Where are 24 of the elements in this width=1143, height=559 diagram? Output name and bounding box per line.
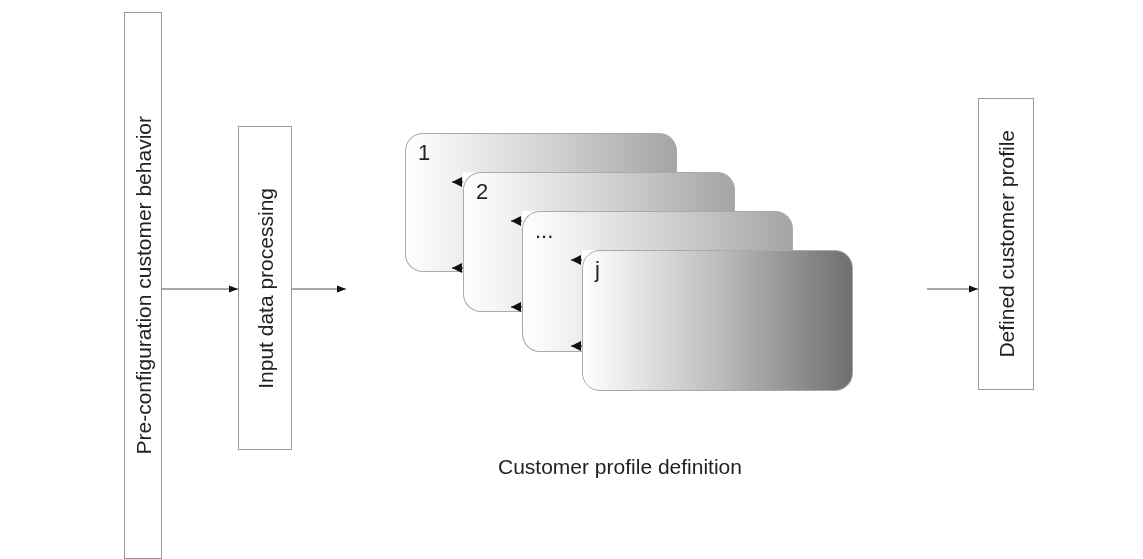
arrow <box>161 285 239 293</box>
arrow <box>926 285 979 293</box>
card-number: ... <box>535 220 555 242</box>
profile-card <box>405 133 463 272</box>
process-box <box>124 12 162 559</box>
arrow <box>451 177 464 187</box>
arrow <box>570 341 583 351</box>
arrow <box>291 285 347 293</box>
box-label: Defined customer profile <box>995 130 1017 358</box>
profile-card <box>463 172 522 312</box>
box-label: Input data processing <box>254 187 276 389</box>
arrow <box>510 302 523 312</box>
process-box <box>238 126 292 450</box>
profile-card <box>582 250 853 391</box>
card-number: 2 <box>476 181 490 203</box>
card-number: 1 <box>418 142 432 164</box>
arrow <box>510 216 523 226</box>
box-label: Pre-configuration customer behavior <box>132 116 154 455</box>
profile-card <box>522 211 582 352</box>
card-number: j <box>595 259 601 281</box>
arrow <box>451 263 464 273</box>
arrow <box>570 255 583 265</box>
caption-label: Customer profile definition <box>497 454 743 480</box>
process-box <box>978 98 1034 390</box>
